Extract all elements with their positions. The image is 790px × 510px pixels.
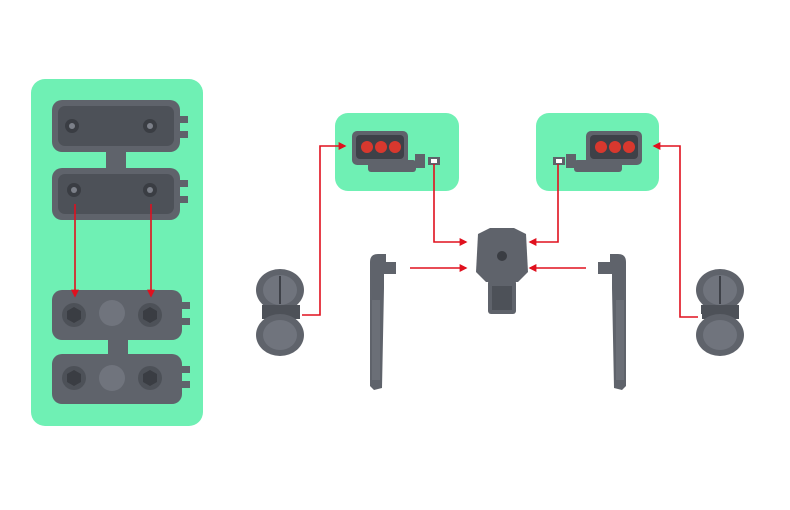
arm-left bbox=[370, 254, 396, 390]
wheel-left bbox=[256, 269, 304, 356]
sprue-connector bbox=[108, 338, 128, 358]
arrow-icon bbox=[302, 142, 347, 316]
plate-bottom-2 bbox=[52, 354, 190, 404]
plate-bottom-1 bbox=[52, 290, 190, 340]
plate-top-2 bbox=[52, 168, 188, 220]
arrow-icon bbox=[433, 164, 468, 246]
arrow-icon bbox=[652, 142, 698, 318]
plate-top-1 bbox=[52, 100, 188, 152]
arm-right bbox=[598, 254, 626, 390]
camera-module-right bbox=[553, 131, 642, 172]
wheel-right bbox=[694, 269, 744, 356]
arrow-icon bbox=[528, 164, 559, 246]
assembly-arrows bbox=[71, 142, 698, 318]
camera-module-left bbox=[352, 131, 440, 172]
sprue-connector bbox=[106, 150, 126, 170]
center-body bbox=[476, 228, 528, 314]
